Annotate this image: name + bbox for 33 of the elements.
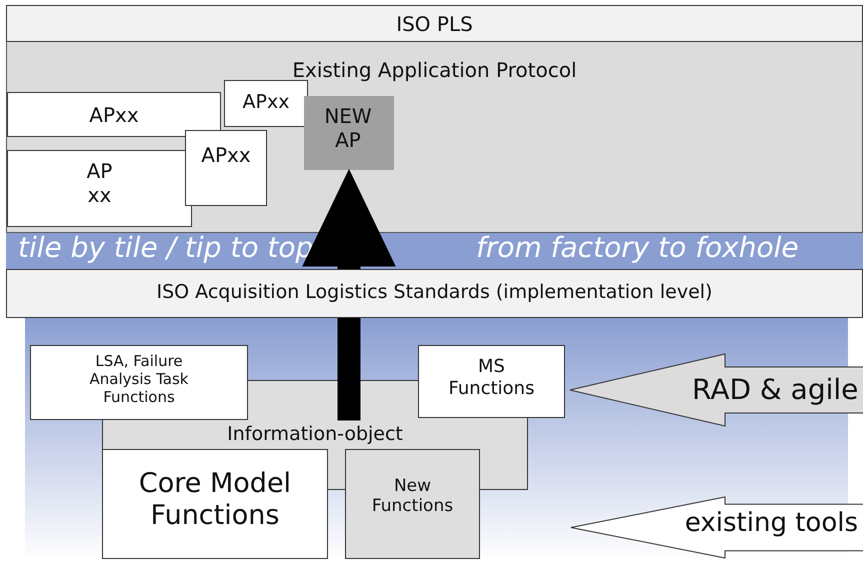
- process-box: [7, 150, 192, 227]
- protocol-area: [6, 42, 863, 233]
- box-label: APxx: [200, 143, 252, 167]
- block-arrow: [302, 168, 396, 420]
- box-label: MS Functions: [448, 356, 536, 400]
- box-label: AP xx: [86, 159, 114, 207]
- box-label: ISO Acquisition Logistics Standards (implementation level): [156, 281, 714, 304]
- process-box: [345, 449, 480, 559]
- box-label: NEW AP: [323, 104, 373, 152]
- process-box: [224, 80, 308, 127]
- box-label: Information-object: [226, 423, 404, 446]
- block-arrow: [570, 353, 863, 427]
- new-protocol-box: [304, 96, 394, 170]
- slogan-text: from factory to foxhole: [476, 231, 799, 265]
- box-label: LSA, Failure Analysis Task Functions: [88, 352, 190, 406]
- box-label: Existing Application Protocol: [291, 58, 578, 82]
- process-box: [418, 345, 565, 418]
- box-label: existing tools: [684, 508, 858, 540]
- slogan-text: tile by tile / tip to top: [18, 231, 314, 265]
- process-box: [30, 345, 248, 420]
- header-band: [6, 5, 863, 42]
- box-label: Core Model Functions: [138, 468, 292, 533]
- edge-label: RAD & agile: [692, 373, 858, 407]
- box-label: New Functions: [370, 476, 454, 517]
- box-label: APxx: [242, 91, 290, 114]
- box-label: APxx: [88, 103, 140, 127]
- box-label: ISO PLS: [395, 12, 474, 36]
- process-box: [102, 449, 328, 559]
- header-band: [6, 269, 863, 318]
- process-box: [7, 92, 221, 137]
- block-arrow: [570, 496, 863, 559]
- slogan-band: [6, 233, 863, 269]
- process-box: [185, 130, 267, 206]
